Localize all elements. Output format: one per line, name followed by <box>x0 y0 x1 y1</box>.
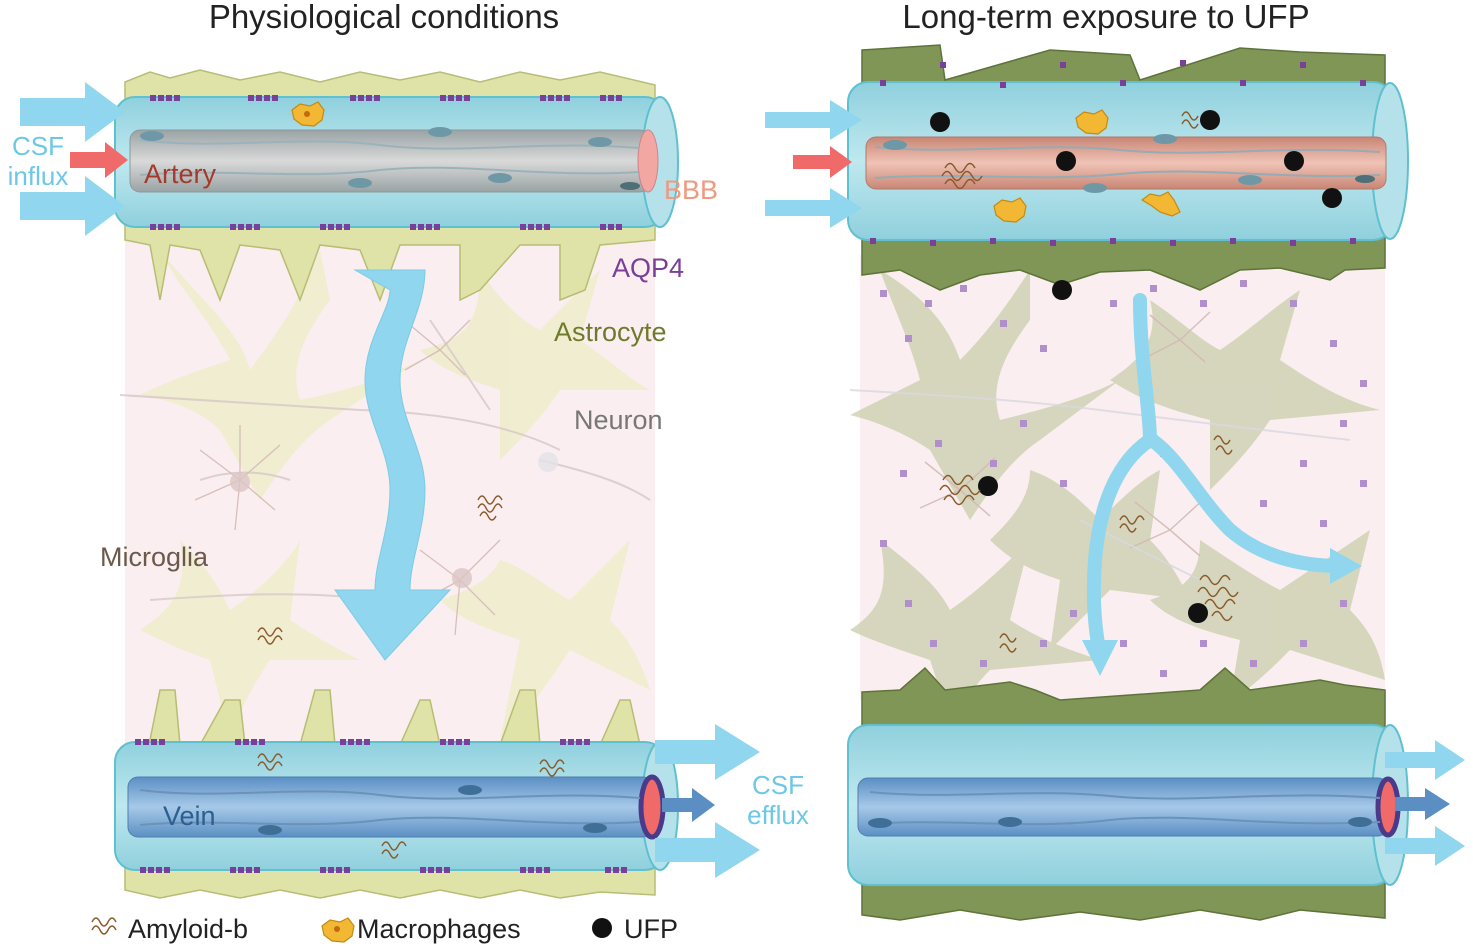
amyloid-legend-icon <box>91 917 117 935</box>
left-artery-lumen-end <box>637 129 659 193</box>
csf-efflux-label-1: CSF <box>752 770 804 800</box>
left-vein-lumen-end <box>638 774 666 840</box>
left-vein-flow-arrow <box>662 788 715 822</box>
ufp-legend-label: UFP <box>624 914 678 944</box>
amyloid-legend-label: Amyloid-b <box>128 914 248 944</box>
right-bottom-endfeet-lower <box>861 881 1386 921</box>
right-macrophage-icons <box>993 109 1181 779</box>
astrocyte-label: Astrocyte <box>554 317 667 347</box>
right-panel-title: Long-term exposure to UFP <box>902 0 1309 35</box>
left-artery-aqp4 <box>150 95 622 230</box>
right-vein-flow-arrow <box>1395 788 1450 820</box>
right-artery-inner <box>865 136 1387 190</box>
right-csf-arrowhead-right <box>1330 548 1362 584</box>
left-amyloid-icons <box>257 495 565 859</box>
right-csf-efflux-arrows <box>1385 740 1465 866</box>
csf-influx-label-1: CSF <box>12 131 64 161</box>
microglia-label: Microglia <box>100 542 209 572</box>
csf-influx-label-2: influx <box>8 161 69 191</box>
left-panel-title: Physiological conditions <box>209 0 559 35</box>
left-vein-aqp4 <box>135 739 627 873</box>
left-csf-influx-arrows <box>20 82 125 236</box>
left-csf-flow-arrow <box>334 269 452 661</box>
right-csf-flow-branches <box>1086 293 1347 662</box>
right-mislocalized-aqp4 <box>880 280 1367 677</box>
right-csf-influx-arrows <box>765 100 862 228</box>
right-microglia <box>919 311 1211 557</box>
right-top-endfeet-lower <box>861 235 1386 291</box>
legend: Amyloid-b Macrophages UFP <box>91 914 678 944</box>
right-vein-inner <box>857 777 1389 837</box>
ufp-legend-icon <box>592 918 612 938</box>
vein-label: Vein <box>163 801 216 831</box>
bbb-label: BBB <box>664 175 718 205</box>
left-astrocytes <box>140 250 650 740</box>
left-csf-efflux-arrows <box>655 724 760 878</box>
neuron-label: Neuron <box>574 405 663 435</box>
macrophage-legend-label: Macrophages <box>357 914 521 944</box>
left-panel <box>20 69 760 899</box>
artery-label: Artery <box>144 159 217 189</box>
right-panel <box>765 44 1465 921</box>
right-csf-arrowhead-down <box>1082 640 1118 676</box>
right-bottom-endfeet-upper <box>861 666 1386 731</box>
aqp4-label: AQP4 <box>612 253 684 283</box>
right-artery-flow-arrow <box>793 146 852 178</box>
left-artery-flow-arrow <box>70 142 128 178</box>
csf-efflux-label-2: efflux <box>747 800 809 830</box>
